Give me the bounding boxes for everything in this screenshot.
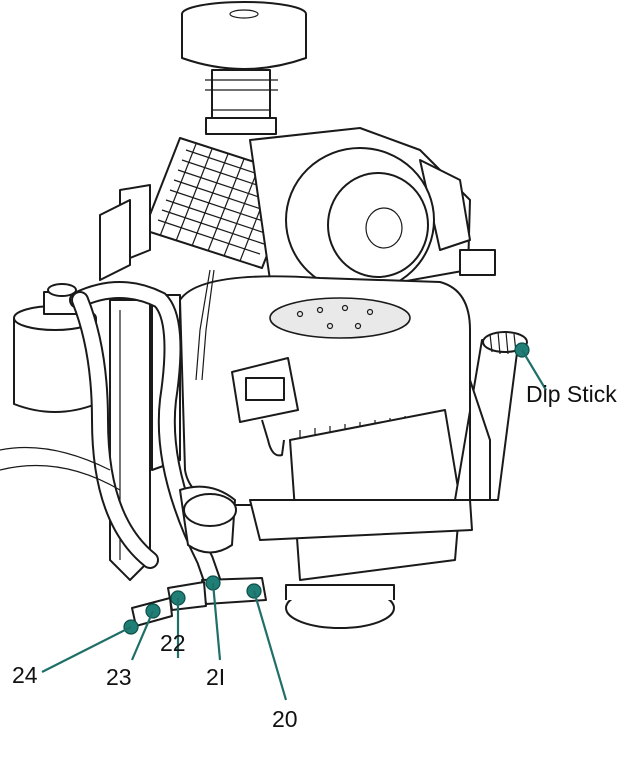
callout-label-21: 2I: [206, 664, 226, 690]
dip-stick-label: Dip Stick: [526, 381, 617, 407]
callout-22: [170, 590, 186, 658]
callout-label-20: 20: [272, 706, 298, 732]
air-cleaner: [181, 1, 307, 135]
screen-perforations: [296, 304, 374, 330]
blower-housing: [99, 127, 496, 301]
cooling-fins: [289, 409, 461, 581]
callout-20: [246, 583, 288, 701]
callout-24: [41, 619, 139, 673]
callout-label-24: 24: [12, 662, 38, 688]
callout-dip-stick: [514, 342, 547, 391]
callout-label-22: 22: [160, 630, 186, 656]
engine-block: [179, 275, 473, 629]
oil-hoses: [0, 269, 221, 589]
callout-21: [205, 575, 222, 661]
callout-23: [130, 603, 161, 661]
callout-label-23: 23: [106, 664, 132, 690]
